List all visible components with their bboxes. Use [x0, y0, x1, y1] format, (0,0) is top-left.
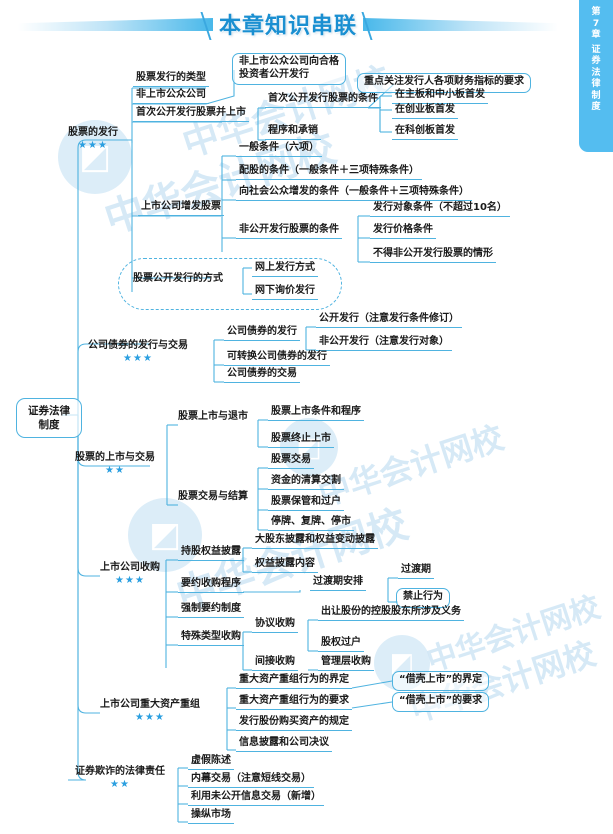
node-发行价格条件[interactable]: 发行价格条件: [370, 224, 436, 239]
chapter-tab-line-6: 律: [591, 79, 601, 89]
node-股权过户[interactable]: 股权过户: [318, 637, 364, 652]
chapter-tab-line-5: 法: [591, 67, 601, 78]
node-首次公开发行股票并上市[interactable]: 首次公开发行股票并上市: [133, 107, 249, 122]
root-label-line2: 制度: [38, 419, 60, 432]
node-在创业板首发[interactable]: 在创业板首发: [392, 104, 458, 119]
branch-股票的发行[interactable]: 股票的发行 ★★★: [68, 127, 118, 152]
node-协议收购[interactable]: 协议收购: [252, 618, 298, 633]
node-不得非公开发行股票的情形[interactable]: 不得非公开发行股票的情形: [370, 248, 496, 263]
branch-stars: ★★: [105, 464, 125, 476]
node-一般条件六项[interactable]: 一般条件（六项）: [236, 142, 322, 157]
bubble-line2: 投资者公开发行: [239, 68, 309, 80]
branch-label: 股票的发行: [68, 127, 118, 138]
chapter-tab-line-2: 章: [591, 30, 601, 40]
root-node[interactable]: 证券法律 制度: [16, 398, 82, 439]
node-持股权益披露[interactable]: 持股权益披露: [178, 546, 244, 561]
node-出让股份的控股股东所涉及义务[interactable]: 出让股份的控股股东所涉及义务: [318, 606, 464, 621]
branch-stars: ★★★: [115, 574, 145, 586]
node-重大资产重组行为的要求[interactable]: 重大资产重组行为的要求: [236, 695, 352, 710]
bubble-line1: 非上市公众公司向合格: [239, 56, 339, 67]
node-网下询价发行[interactable]: 网下询价发行: [252, 285, 318, 300]
root-label-line1: 证券法律: [28, 405, 70, 417]
node-股票上市条件和程序[interactable]: 股票上市条件和程序: [268, 406, 364, 421]
node-非公开发行注意发行对象[interactable]: 非公开发行（注意发行对象）: [316, 336, 452, 351]
branch-stars: ★★: [110, 778, 130, 790]
branch-stars: ★★★: [135, 711, 165, 723]
node-非上市公众公司向合格投资者公开发行[interactable]: 非上市公众公司向合格 投资者公开发行: [232, 53, 346, 85]
branch-label: 股票的上市与交易: [75, 452, 155, 463]
node-借壳上市的界定[interactable]: “借壳上市”的界定: [392, 671, 490, 691]
node-间接收购[interactable]: 间接收购: [252, 656, 298, 671]
branch-上市公司收购[interactable]: 上市公司收购 ★★★: [100, 562, 160, 587]
node-停牌复牌停市[interactable]: 停牌、复牌、停市: [268, 516, 354, 531]
node-借壳上市的要求[interactable]: “借壳上市”的要求: [392, 692, 490, 712]
title-banner: 本章知识串联: [0, 6, 575, 42]
node-股票公开发行的方式[interactable]: 股票公开发行的方式: [133, 273, 223, 284]
node-大股东披露和权益变动披露[interactable]: 大股东披露和权益变动披露: [252, 534, 378, 549]
node-程序和承销[interactable]: 程序和承销: [265, 125, 321, 140]
node-发行对象条件[interactable]: 发行对象条件（不超过10名）: [370, 202, 510, 217]
node-操纵市场[interactable]: 操纵市场: [188, 809, 234, 824]
node-股票上市与退市[interactable]: 股票上市与退市: [178, 411, 248, 422]
node-上市公司增发股票[interactable]: 上市公司增发股票: [138, 201, 224, 216]
chapter-tab-line-8: 度: [591, 102, 601, 112]
node-配股的条件[interactable]: 配股的条件（一般条件＋三项特殊条件）: [236, 165, 422, 180]
branch-stars: ★★★: [123, 352, 153, 364]
chapter-tab-line-7: 制: [591, 90, 601, 101]
dashed-group-public-offering-methods: [118, 258, 342, 310]
node-重点关注发行人各项财务指标的要求[interactable]: 重点关注发行人各项财务指标的要求: [357, 73, 531, 93]
node-股票终止上市[interactable]: 股票终止上市: [268, 433, 334, 448]
chapter-tab-line-1: 7: [592, 18, 600, 29]
branch-label: 上市公司收购: [100, 562, 160, 573]
node-股票交易与结算[interactable]: 股票交易与结算: [178, 491, 248, 502]
node-禁止行为[interactable]: 禁止行为: [396, 588, 450, 608]
branch-证券欺诈的法律责任[interactable]: 证券欺诈的法律责任 ★★: [75, 766, 165, 791]
node-公司债券的交易[interactable]: 公司债券的交易: [224, 368, 300, 383]
branch-公司债券的发行与交易[interactable]: 公司债券的发行与交易 ★★★: [88, 340, 188, 365]
node-股票交易[interactable]: 股票交易: [268, 454, 314, 469]
node-在科创板首发[interactable]: 在科创板首发: [392, 125, 458, 140]
branch-股票的上市与交易[interactable]: 股票的上市与交易 ★★: [75, 452, 155, 477]
chapter-tab: 第 7 章 证 券 法 律 制 度: [579, 0, 613, 152]
node-权益披露内容[interactable]: 权益披露内容: [252, 558, 318, 573]
node-资金的清算交割[interactable]: 资金的清算交割: [268, 475, 344, 490]
node-股票保管和过户[interactable]: 股票保管和过户: [268, 496, 344, 511]
node-公司债券的发行[interactable]: 公司债券的发行: [224, 326, 300, 341]
branch-stars: ★★★: [78, 139, 108, 151]
node-特殊类型收购[interactable]: 特殊类型收购: [178, 631, 244, 646]
branch-label: 证券欺诈的法律责任: [75, 766, 165, 777]
node-向社会公众增发的条件[interactable]: 向社会公众增发的条件（一般条件＋三项特殊条件）: [236, 186, 472, 201]
node-过渡期[interactable]: 过渡期: [398, 564, 434, 579]
branch-label: 公司债券的发行与交易: [88, 340, 188, 351]
node-过渡期安排[interactable]: 过渡期安排: [310, 576, 366, 591]
node-可转换公司债券的发行[interactable]: 可转换公司债券的发行: [224, 351, 330, 366]
branch-上市公司重大资产重组[interactable]: 上市公司重大资产重组 ★★★: [100, 699, 200, 724]
node-非公开发行股票的条件[interactable]: 非公开发行股票的条件: [236, 224, 342, 239]
node-重大资产重组行为的界定[interactable]: 重大资产重组行为的界定: [236, 674, 352, 689]
node-强制要约制度[interactable]: 强制要约制度: [178, 603, 244, 618]
node-非上市公众公司[interactable]: 非上市公众公司: [133, 89, 209, 104]
node-管理层收购[interactable]: 管理层收购: [318, 656, 374, 671]
node-内幕交易[interactable]: 内幕交易（注意短线交易）: [188, 773, 314, 788]
node-网上发行方式[interactable]: 网上发行方式: [252, 262, 318, 277]
page-title: 本章知识串联: [218, 14, 357, 39]
node-首次公开发行股票的条件[interactable]: 首次公开发行股票的条件: [265, 93, 381, 108]
node-利用未公开信息交易[interactable]: 利用未公开信息交易（新增）: [188, 791, 324, 806]
branch-label: 上市公司重大资产重组: [100, 699, 200, 710]
node-虚假陈述[interactable]: 虚假陈述: [188, 755, 234, 770]
node-股票发行的类型[interactable]: 股票发行的类型: [133, 72, 209, 87]
node-要约收购程序[interactable]: 要约收购程序: [178, 578, 244, 593]
node-公开发行注意发行条件修订[interactable]: 公开发行（注意发行条件修订）: [316, 313, 462, 328]
node-发行股份购买资产的规定[interactable]: 发行股份购买资产的规定: [236, 716, 352, 731]
node-信息披露和公司决议[interactable]: 信息披露和公司决议: [236, 737, 332, 752]
chapter-tab-line-3: 证: [591, 44, 601, 55]
chapter-tab-line-0: 第: [591, 7, 601, 17]
node-在主板和中小板首发[interactable]: 在主板和中小板首发: [392, 89, 488, 104]
chapter-tab-line-4: 券: [591, 56, 601, 66]
